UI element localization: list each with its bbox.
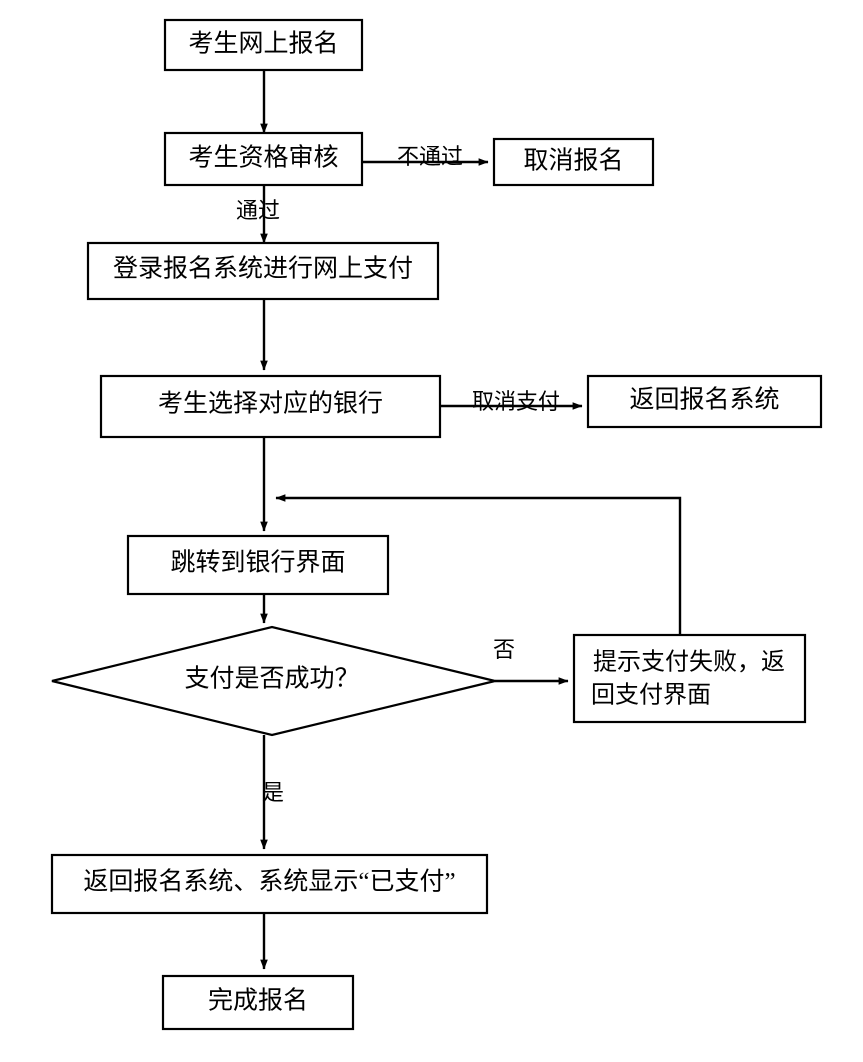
node-login-pay-box[interactable]: [86, 241, 440, 301]
edge-label-review-fail: 不通过: [397, 144, 463, 169]
node-payment-decision-diamond[interactable]: [51, 625, 496, 737]
node-payment-failed-label-line2: 回支付界面: [591, 682, 711, 709]
node-cancel-signup-box[interactable]: [492, 137, 655, 187]
node-review-label: 考生资格审核: [188, 144, 338, 172]
node-bank-page-box[interactable]: [126, 534, 390, 596]
node-login-pay-label: 登录报名系统进行网上支付: [113, 255, 413, 283]
node-select-bank-box[interactable]: [99, 374, 442, 439]
node-payment-failed-label-line1: 提示支付失败，返: [593, 649, 785, 676]
node-return-system-box[interactable]: [586, 374, 823, 429]
node-signup-box[interactable]: [163, 18, 364, 72]
node-select-bank-label: 考生选择对应的银行: [158, 390, 383, 418]
edge-label-decision-yes: 是: [262, 780, 284, 805]
node-payment-decision-label: 支付是否成功？: [184, 665, 359, 693]
node-bank-page-label: 跳转到银行界面: [170, 549, 345, 577]
edge-label-decision-no: 否: [493, 637, 515, 662]
node-return-system-label: 返回报名系统: [629, 386, 779, 414]
node-payment-failed-box[interactable]: [572, 633, 807, 724]
edge-label-review-pass: 通过: [236, 198, 280, 223]
edge-label-cancel-payment: 取消支付: [472, 389, 560, 414]
node-complete-box[interactable]: [161, 974, 355, 1031]
node-review-box[interactable]: [163, 131, 364, 187]
node-cancel-signup-label: 取消报名: [523, 147, 623, 175]
edge-failure-loopback: [275, 494, 682, 635]
node-signup-label: 考生网上报名: [188, 30, 338, 58]
node-paid-status-box[interactable]: [50, 853, 489, 915]
node-paid-status-label: 返回报名系统、系统显示“已支付”: [83, 868, 455, 896]
node-complete-label: 完成报名: [208, 987, 308, 1015]
